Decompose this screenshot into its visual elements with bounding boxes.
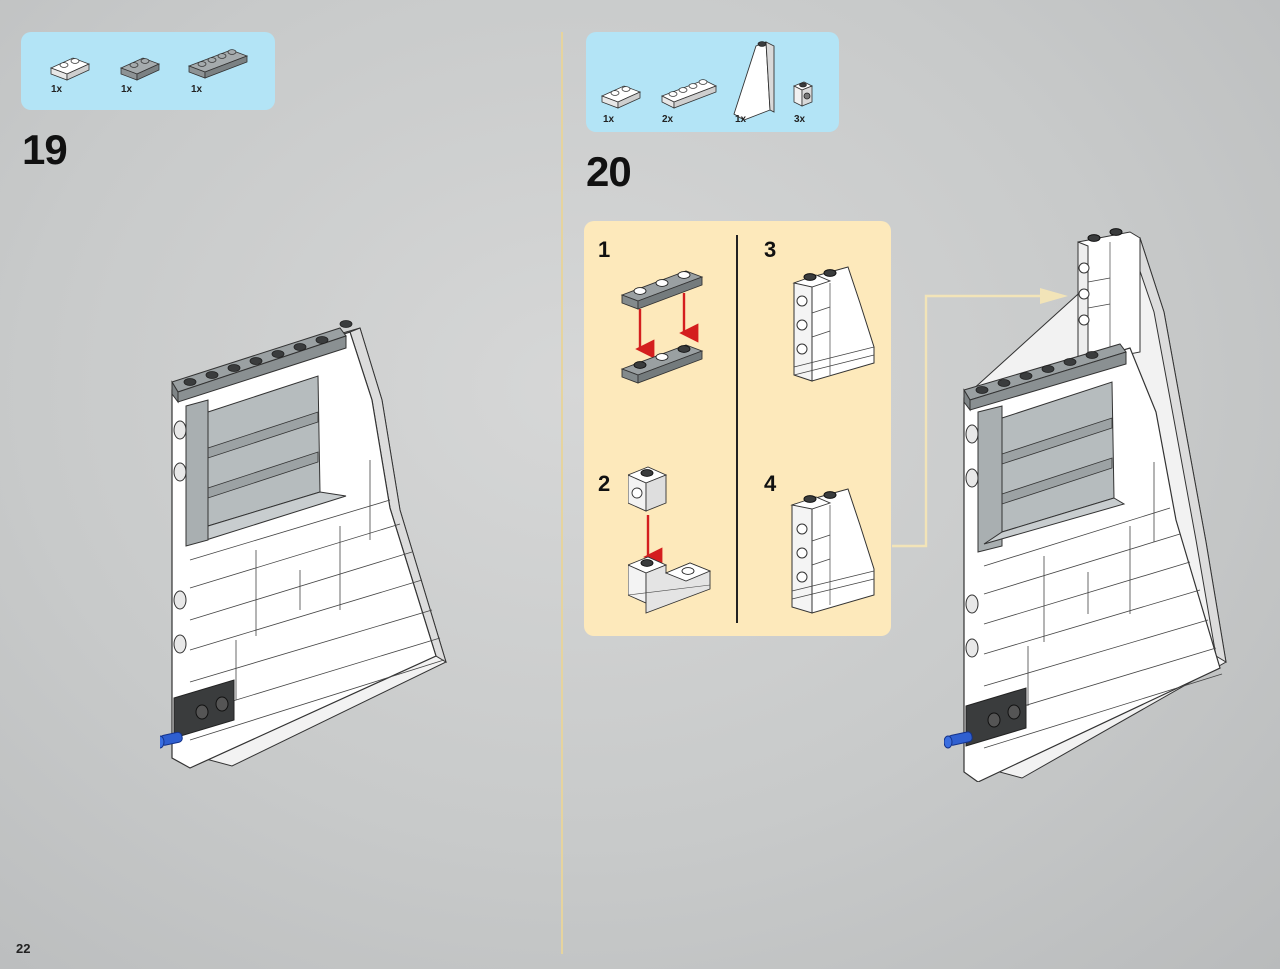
step-19-parts-illustration [49, 49, 249, 81]
substep-1-illustration [620, 270, 704, 384]
step-number-20: 20 [586, 148, 632, 195]
page-divider [561, 32, 563, 954]
step-20-parts-box: 1x 2x 1x 3x [586, 32, 839, 132]
technic-brick-1x1-white-icon [793, 81, 813, 107]
step-20-parts-illustration [600, 41, 813, 121]
callout-arrow [892, 288, 1068, 548]
plate-1x4-white-icon [661, 79, 717, 109]
substep-number-2: 2 [598, 471, 611, 496]
plate-1x2-white-icon [600, 85, 642, 109]
substep-box: 1 2 3 4 [584, 221, 891, 636]
substep-divider [736, 235, 738, 623]
part-quantity: 1x [735, 114, 747, 125]
substep-3-illustration [792, 266, 875, 382]
page-number: 22 [16, 941, 31, 956]
substep-4-illustration [790, 488, 875, 614]
part-quantity: 1x [51, 84, 63, 95]
part-quantity: 2x [662, 114, 674, 125]
slope-white-icon [733, 41, 775, 121]
step-19-model-illustration [160, 320, 447, 769]
step-19-parts-box: 1x 1x 1x [21, 32, 275, 110]
substep-number-3: 3 [764, 237, 777, 262]
substep-2-illustration [628, 466, 712, 614]
plate-1x4-gray-icon [187, 49, 249, 79]
plate-1x2-gray-icon [119, 57, 161, 81]
part-quantity: 1x [603, 114, 615, 125]
substep-number-1: 1 [598, 237, 611, 262]
step-number-19: 19 [22, 126, 68, 173]
part-quantity: 3x [794, 114, 806, 125]
part-quantity: 1x [191, 84, 203, 95]
part-quantity: 1x [121, 84, 133, 95]
step-20-model-illustration [944, 228, 1227, 782]
plate-1x2-white-icon [49, 57, 91, 81]
substep-number-4: 4 [764, 471, 777, 496]
